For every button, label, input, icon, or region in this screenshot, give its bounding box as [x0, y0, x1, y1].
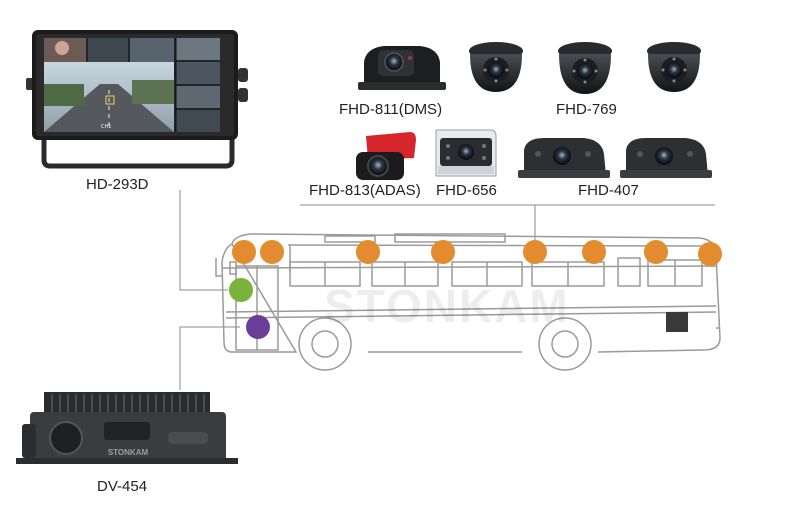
camera-fhd-769-dome-1 — [469, 42, 523, 92]
camera-label-fhd-407: FHD-407 — [578, 182, 639, 199]
camera-label-fhd-811: FHD-811(DMS) — [339, 101, 443, 118]
camera-position-dots — [232, 240, 722, 266]
camera-fhd-407-2 — [620, 138, 712, 178]
camera-fhd-656-image — [435, 129, 497, 177]
camera-fhd-769-dome-3 — [647, 42, 701, 92]
connector-lines — [179, 190, 715, 390]
bus-rear-panel — [666, 312, 688, 332]
dvr-position-dot — [246, 315, 270, 339]
dvr-dv-454: STONKAM — [16, 392, 238, 464]
camera-label-fhd-656: FHD-656 — [436, 182, 497, 199]
camera-label-fhd-813: FHD-813(ADAS) — [309, 182, 421, 199]
dvr-brand-text: STONKAM — [108, 448, 149, 457]
camera-fhd-407-1 — [518, 138, 610, 178]
bus-wheels — [298, 317, 592, 371]
screen-channel-tag: CH1 — [101, 124, 111, 130]
monitor-label: HD-293D — [86, 176, 149, 193]
camera-fhd-813-image — [356, 132, 416, 180]
camera-fhd-769-dome-2 — [558, 42, 612, 94]
bus-outline — [215, 233, 721, 353]
monitor-hd-293d: CH1 — [26, 30, 248, 169]
dvr-label: DV-454 — [97, 478, 148, 495]
camera-fhd-811-image — [358, 46, 446, 90]
monitor-position-dot — [229, 278, 253, 302]
camera-label-fhd-769: FHD-769 — [556, 101, 617, 118]
watermark: STONKAM — [324, 280, 570, 332]
